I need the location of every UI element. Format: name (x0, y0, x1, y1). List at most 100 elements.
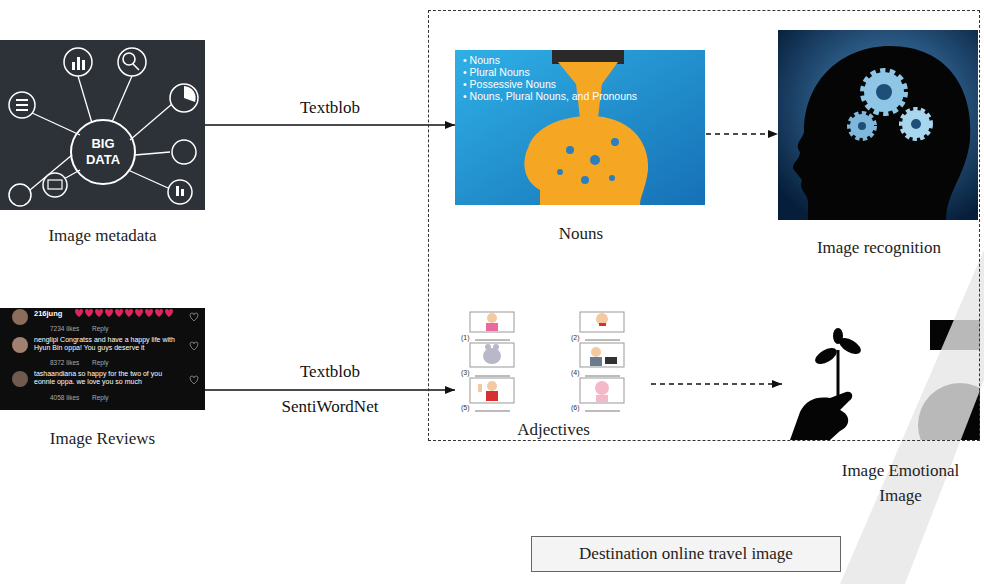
letter-dots (590, 155, 600, 165)
picture-ground (0, 40, 205, 210)
heart-icons (125, 309, 133, 317)
gears (902, 110, 930, 138)
picture-caption: Adjectives (456, 418, 651, 443)
item-number: (1) (461, 334, 470, 342)
cartoon-figures (478, 384, 482, 392)
like-icons (190, 376, 198, 384)
like-icons (190, 313, 198, 321)
picture-caption: Nouns (456, 222, 706, 247)
nouns-picture (455, 50, 705, 205)
item-number: (5) (461, 404, 470, 412)
like-icons (190, 313, 198, 384)
network-lines (30, 112, 80, 135)
picture-ground (455, 50, 705, 205)
cartoon-frames (580, 312, 624, 332)
sprout-stem (837, 350, 840, 398)
title-box: Destination online travel image (531, 536, 841, 572)
like-icons (190, 342, 198, 350)
cartoon-frames (470, 343, 514, 367)
cartoon-frames (580, 343, 624, 367)
cartoon-figures (590, 357, 602, 366)
network-lines (71, 120, 135, 184)
picture-node: Image Emotional Image (783, 321, 981, 441)
data-icons (43, 173, 67, 197)
data-icons (9, 92, 35, 118)
icon-marks (16, 99, 28, 101)
method-label: Textblob (300, 98, 360, 118)
icon-marks (184, 86, 196, 102)
picture-caption: Image Emotional Image (833, 459, 968, 508)
data-icons (64, 48, 92, 76)
icon-marks (48, 180, 62, 189)
cartoon-figures (596, 313, 608, 325)
adjectives-picture (455, 312, 650, 415)
icon-marks (16, 57, 196, 196)
reviews-picture (0, 308, 205, 410)
magnifier-icon (123, 53, 135, 65)
picture-node: Image recognition (779, 31, 979, 221)
bullet-text: • Nouns, Plural Nouns, and Pronouns (463, 90, 637, 103)
avatar (12, 337, 28, 353)
bullet-text: • Nouns (463, 54, 500, 67)
picture-node: Adjectives (456, 313, 651, 416)
cartoon-frames (470, 312, 514, 332)
cartoon-figures (486, 323, 498, 331)
method-label: SentiWordNet (282, 397, 379, 417)
icon-marks (16, 109, 28, 111)
gears (876, 84, 892, 100)
network-lines (128, 170, 168, 188)
like-count: 7234 likes (50, 325, 79, 333)
cartoon-figures (591, 347, 601, 357)
icon-marks (82, 60, 85, 70)
letter-dots (566, 146, 574, 154)
letter-dots (557, 138, 619, 184)
cartoon-figures (595, 381, 609, 395)
heart-icons (95, 309, 103, 317)
data-icons (9, 184, 31, 206)
like-count: 4058 likes (50, 394, 79, 402)
avatar (12, 371, 28, 387)
item-number: (4) (571, 369, 580, 377)
item-number: (3) (461, 369, 470, 377)
answer-blanks (585, 376, 620, 377)
item-number: (2) (571, 334, 580, 342)
picture-caption: Image recognition (779, 236, 979, 261)
sprout-leaf (833, 328, 843, 344)
letter-dots (557, 169, 563, 175)
gears (911, 119, 921, 129)
picture-ground (455, 312, 650, 415)
letter-dots (609, 175, 615, 181)
cartoon-frames (470, 378, 514, 403)
icon-marks (176, 186, 179, 196)
cartoon-figures (596, 395, 608, 402)
letter-dots (581, 176, 589, 184)
comment-text: nenglipi Congratss and have a happy life… (34, 336, 184, 353)
picture-node: Image metadata (0, 40, 205, 210)
answer-blanks (585, 411, 620, 412)
heart-icons (85, 309, 93, 317)
cartoon-frames (470, 312, 624, 403)
gears (858, 122, 866, 130)
cartoon-figures (487, 381, 497, 391)
picture-ground (0, 308, 205, 410)
network-lines (78, 76, 92, 123)
picture-caption: Image Reviews (0, 427, 205, 452)
recognition-picture (778, 30, 978, 220)
hand-silhouette (790, 392, 852, 440)
big-data-picture (0, 40, 205, 210)
head-silhouette (524, 116, 648, 205)
icon-marks (72, 62, 75, 70)
bullet-text: • Plural Nouns (463, 66, 530, 79)
arrow-line (205, 389, 455, 390)
cartoon-frames (580, 378, 624, 403)
answer-blanks (585, 340, 620, 341)
cartoon-figures (487, 313, 497, 323)
heart-icons (155, 309, 163, 317)
heart-icons (165, 309, 173, 317)
answer-blanks (475, 376, 510, 377)
cartoon-figures (485, 344, 491, 350)
answer-blanks (475, 340, 510, 341)
cartoon-figures (605, 357, 617, 364)
